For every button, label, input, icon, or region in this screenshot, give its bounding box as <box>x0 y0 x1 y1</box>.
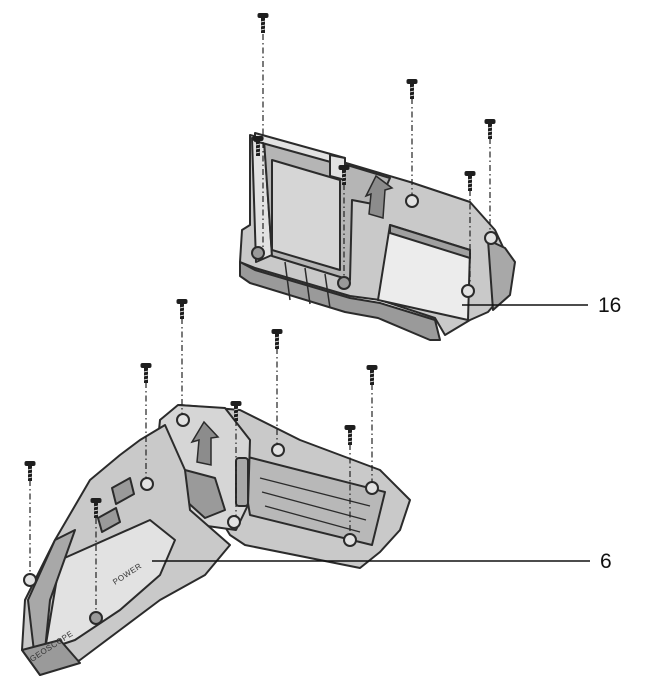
screw-icon <box>406 78 418 100</box>
callout-6: 6 <box>152 550 612 573</box>
lift-arrow-icon <box>364 174 394 219</box>
screw-icon <box>344 424 356 446</box>
callout-label-6: 6 <box>600 550 612 573</box>
screws-and-axes <box>24 12 496 613</box>
screw-icon <box>176 298 188 320</box>
screw-icon <box>271 328 283 350</box>
screw-icon <box>366 364 378 386</box>
housing-bottom-part <box>21 404 411 676</box>
callout-label-16: 16 <box>598 294 621 317</box>
screw-icon <box>484 118 496 140</box>
screw-icon <box>24 460 36 482</box>
screw-icon <box>464 170 476 192</box>
screw-icon <box>140 362 152 384</box>
lift-arrow-icon <box>190 420 220 466</box>
housing-top-part <box>239 132 516 341</box>
screw-icon <box>257 12 269 34</box>
callout-16: 16 <box>462 294 621 317</box>
